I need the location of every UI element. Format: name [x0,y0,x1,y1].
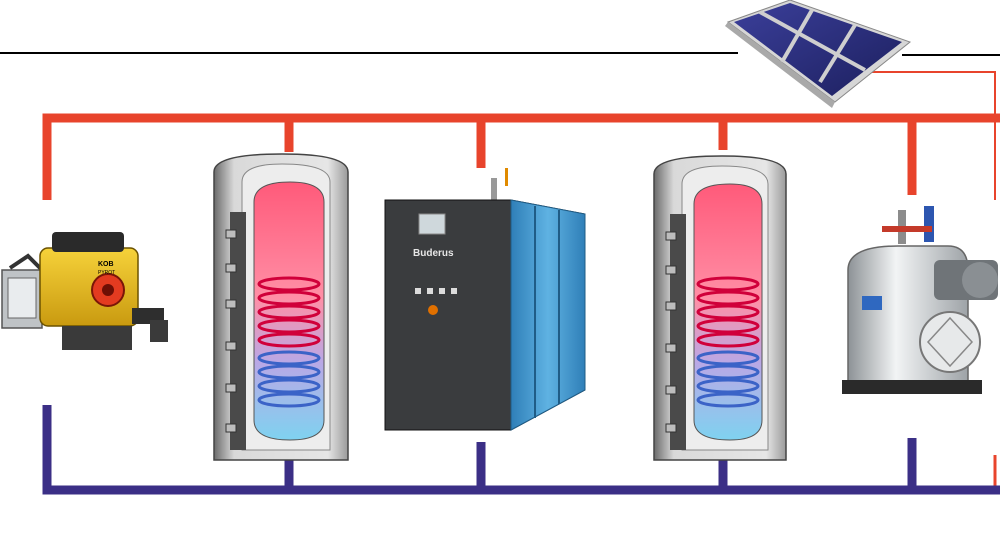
storage-tank-icon [653,155,787,461]
hot-water-header [42,113,1000,200]
storage-tank-right [653,155,787,461]
cabinet-brand-label: Buderus [413,248,454,259]
steam-boiler-icon [842,206,998,394]
pellet-boiler-brand: KOB [98,261,114,268]
solar-return-line [865,71,996,200]
solar-panel-icon [725,0,912,108]
storage-tank-icon [213,153,349,461]
cabinet-icon: Buderus [384,168,586,431]
storage-tank-left [213,153,349,461]
pellet-boiler-model: PYROT [98,270,115,276]
pellet-boiler-icon: KOB PYROT [1,232,168,350]
heat-pump-cabinet: Buderus [384,168,586,431]
